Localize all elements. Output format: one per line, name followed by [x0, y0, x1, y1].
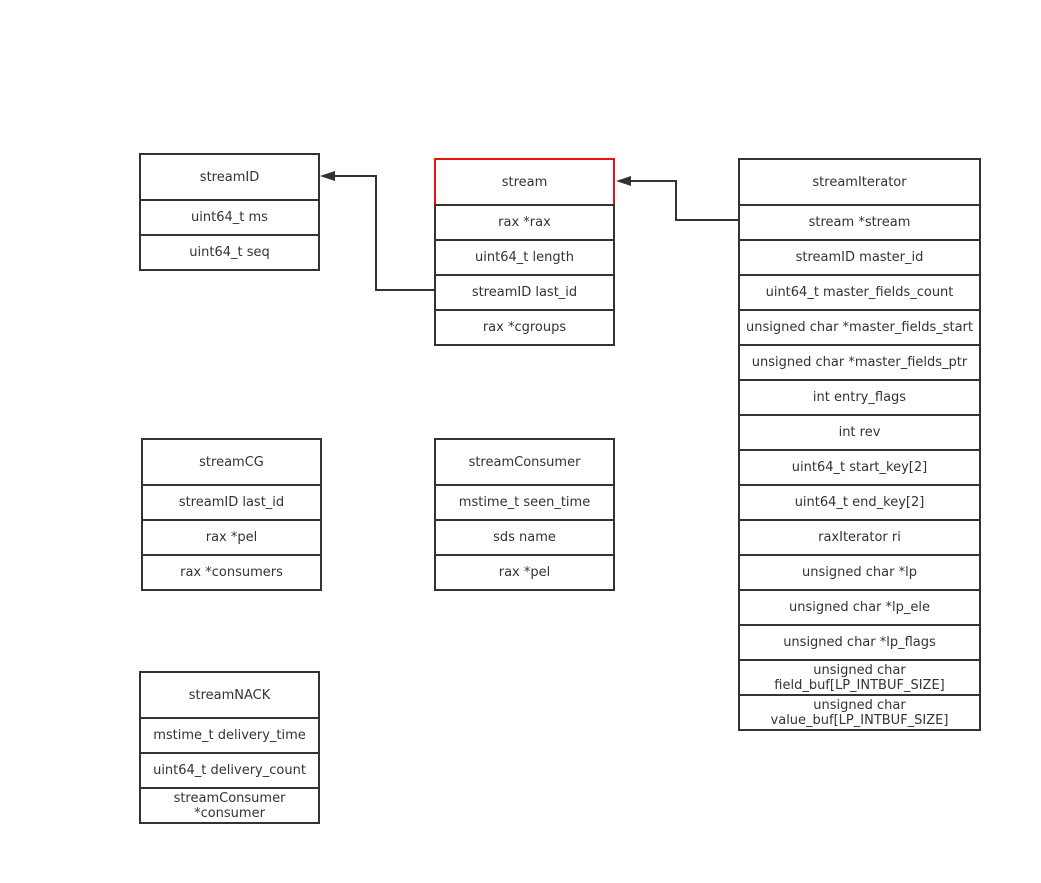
arrowhead-icon	[320, 171, 335, 181]
field-length: uint64_t length	[436, 239, 613, 274]
field-pel: rax *pel	[436, 554, 613, 589]
field-end-key: uint64_t end_key[2]	[740, 484, 979, 519]
field-master-fields-ptr: unsigned char *master_fields_ptr	[740, 344, 979, 379]
field-seq: uint64_t seq	[141, 234, 318, 269]
field-rev: int rev	[740, 414, 979, 449]
field-stream: stream *stream	[740, 204, 979, 239]
struct-streamConsumer[interactable]: streamConsumer mstime_t seen_time sds na…	[434, 438, 615, 591]
field-pel: rax *pel	[143, 519, 320, 554]
field-start-key: uint64_t start_key[2]	[740, 449, 979, 484]
field-consumers: rax *consumers	[143, 554, 320, 589]
field-last-id: streamID last_id	[436, 274, 613, 309]
struct-streamID-title: streamID	[199, 169, 260, 185]
field-field-buf: unsigned char field_buf[LP_INTBUF_SIZE]	[740, 659, 979, 694]
field-value-buf: unsigned char value_buf[LP_INTBUF_SIZE]	[740, 694, 979, 729]
field-entry-flags: int entry_flags	[740, 379, 979, 414]
struct-streamCG[interactable]: streamCG streamID last_id rax *pel rax *…	[141, 438, 322, 591]
struct-streamNACK-title: streamNACK	[188, 687, 271, 703]
struct-streamConsumer-title: streamConsumer	[468, 454, 581, 470]
arrowhead-icon	[616, 176, 631, 186]
field-consumer: streamConsumer *consumer	[141, 787, 318, 822]
field-ms: uint64_t ms	[141, 199, 318, 234]
field-cgroups: rax *cgroups	[436, 309, 613, 344]
struct-streamNACK[interactable]: streamNACK mstime_t delivery_time uint64…	[139, 671, 320, 824]
field-lp: unsigned char *lp	[740, 554, 979, 589]
struct-stream-title: stream	[501, 174, 548, 190]
struct-streamIterator-title: streamIterator	[812, 174, 907, 190]
field-lp-ele: unsigned char *lp_ele	[740, 589, 979, 624]
field-master-id: streamID master_id	[740, 239, 979, 274]
struct-streamCG-title: streamCG	[199, 454, 264, 470]
field-name: sds name	[436, 519, 613, 554]
field-master-fields-start: unsigned char *master_fields_start	[740, 309, 979, 344]
field-delivery-time: mstime_t delivery_time	[141, 717, 318, 752]
field-lp-flags: unsigned char *lp_flags	[740, 624, 979, 659]
struct-streamID[interactable]: streamID uint64_t ms uint64_t seq	[139, 153, 320, 271]
edge-stream-lastid-to-streamID	[320, 171, 434, 291]
struct-stream[interactable]: stream rax *rax uint64_t length streamID…	[434, 158, 615, 346]
field-delivery-count: uint64_t delivery_count	[141, 752, 318, 787]
field-last-id: streamID last_id	[143, 484, 320, 519]
field-ri: raxIterator ri	[740, 519, 979, 554]
struct-streamIterator[interactable]: streamIterator stream *stream streamID m…	[738, 158, 981, 731]
field-master-fields-count: uint64_t master_fields_count	[740, 274, 979, 309]
field-seen-time: mstime_t seen_time	[436, 484, 613, 519]
edge-streamIterator-stream-to-stream	[616, 176, 738, 221]
field-rax: rax *rax	[436, 204, 613, 239]
